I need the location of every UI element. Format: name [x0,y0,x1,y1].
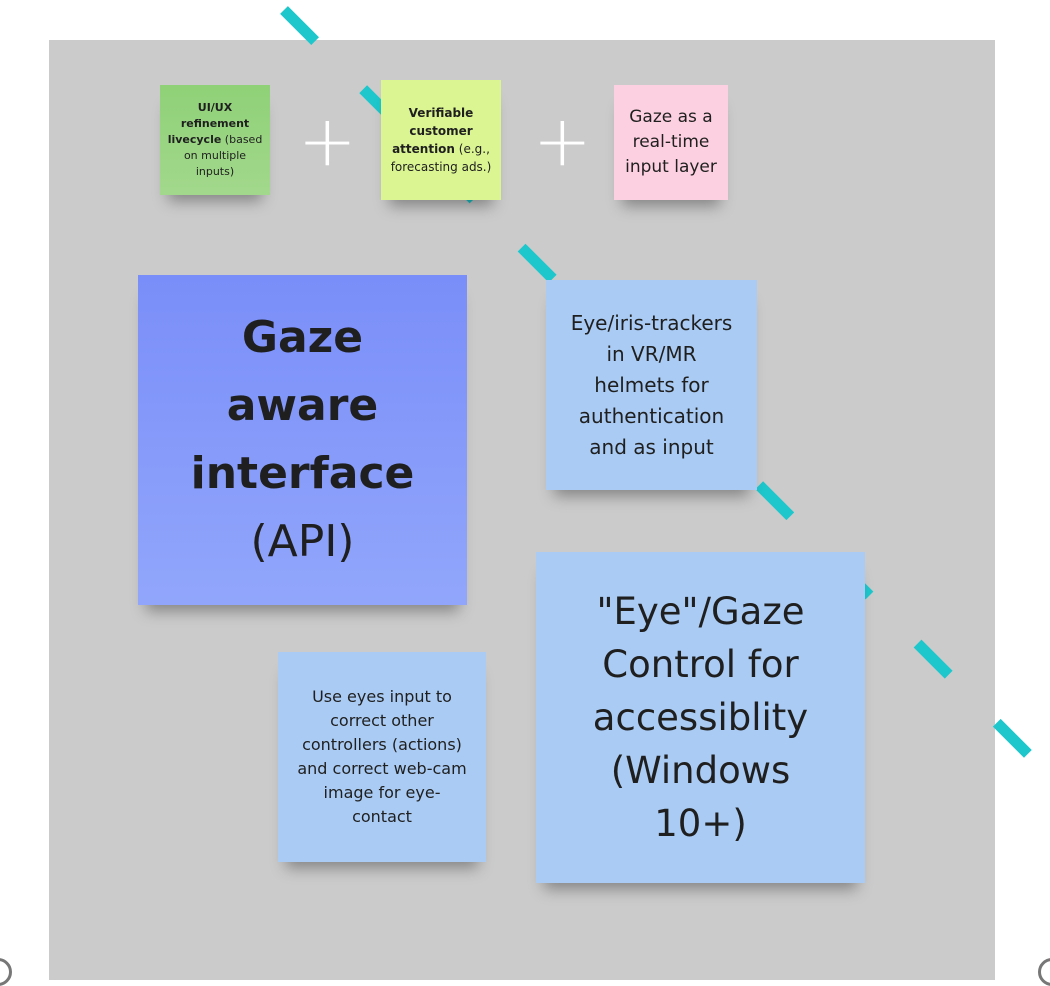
note-text: (based on multiple inputs) [183,133,263,178]
note-bold: Gaze aware interface [190,312,415,499]
sticky-note-vr-trackers[interactable]: Eye/iris-trackers in VR/MR helmets for a… [546,280,757,490]
sticky-note-uiux[interactable]: UI/UX refinement livecycle (based on mul… [160,85,270,195]
note-text: (API) [250,516,355,567]
note-bold: UI/UX refinement livecycle [167,101,250,146]
note-text: Use eyes input to correct other controll… [297,687,467,826]
note-text: "Eye"/Gaze Control for accessiblity (Win… [592,590,809,845]
sticky-note-gaze-input[interactable]: Gaze as a real-time input layer [614,85,728,200]
note-bold: Verifiable customer attention [392,106,474,156]
note-text: Gaze as a real-time input layer [625,107,717,177]
sticky-note-eye-correction[interactable]: Use eyes input to correct other controll… [278,652,486,862]
plus-icon: + [298,100,357,182]
note-text: (e.g., forecasting ads.) [390,142,492,174]
sticky-note-accessibility[interactable]: "Eye"/Gaze Control for accessiblity (Win… [536,552,865,883]
plus-icon: + [533,100,592,182]
sticky-note-attention[interactable]: Verifiable customer attention (e.g., for… [381,80,501,200]
note-text: Eye/iris-trackers in VR/MR helmets for a… [570,310,733,459]
sticky-note-gaze-api[interactable]: Gaze aware interface (API) [138,275,467,605]
